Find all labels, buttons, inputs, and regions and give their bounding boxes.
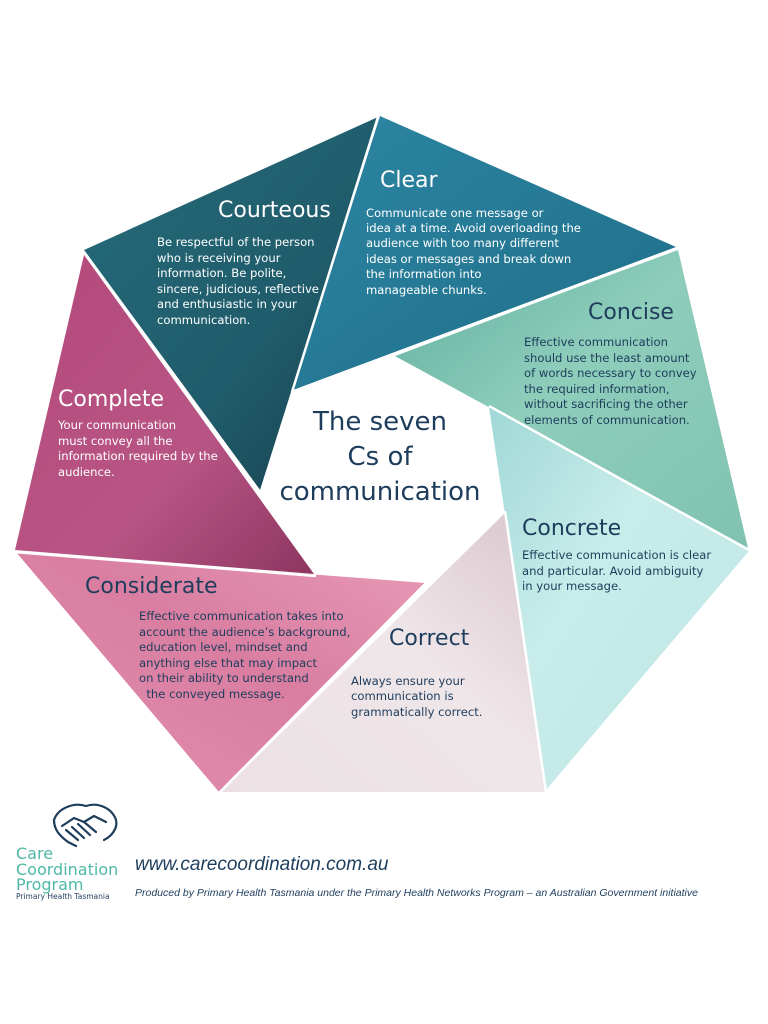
concise-body-line: without sacrificing the other	[524, 397, 688, 411]
concise-body-line: the required information,	[524, 382, 670, 396]
clear-body-line: audience with too many different	[366, 236, 559, 250]
correct-body-line: grammatically correct.	[351, 705, 482, 719]
logo-subtitle: Primary Health Tasmania	[16, 892, 110, 901]
care-coordination-logo: Care Coordination Program Primary Health…	[14, 800, 134, 910]
credit-line: Produced by Primary Health Tasmania unde…	[135, 887, 698, 899]
considerate-body-line: Effective communication takes into	[139, 609, 344, 623]
concise-body-line: of words necessary to convey	[524, 366, 697, 380]
clear-title: Clear	[380, 168, 438, 193]
logo-text-coordination: Coordination	[16, 860, 119, 879]
concise-body-line: elements of communication.	[524, 413, 690, 427]
complete-body-line: must convey all the	[58, 434, 173, 448]
concrete-body-line: Effective communication is clear	[522, 548, 711, 562]
center-title-line1: The seven	[312, 407, 447, 437]
clear-body-line: Communicate one message or	[366, 206, 544, 220]
clear-body: Communicate one message or idea at a tim…	[366, 206, 581, 297]
courteous-body-line: information. Be polite,	[157, 266, 286, 280]
courteous-body-line: sincere, judicious, reflective	[157, 282, 319, 296]
segment-correct	[221, 513, 545, 792]
center-title-line2: Cs of	[347, 442, 413, 472]
concrete-body-line: and particular. Avoid ambiguity	[522, 564, 704, 578]
correct-body-line: Always ensure your	[351, 674, 465, 688]
considerate-body-line: account the audience’s background,	[139, 625, 350, 639]
courteous-body-line: and enthusiastic in your	[157, 297, 297, 311]
handshake-icon	[52, 803, 118, 848]
courteous-title: Courteous	[218, 198, 331, 223]
courteous-body: Be respectful of the person who is recei…	[157, 235, 319, 327]
concrete-title: Concrete	[522, 516, 621, 541]
complete-body: Your communication must convey all the i…	[57, 418, 218, 479]
concise-title: Concise	[588, 300, 674, 325]
considerate-body-line: education level, mindset and	[139, 640, 308, 654]
complete-body-line: audience.	[58, 465, 115, 479]
considerate-body: Effective communication takes into accou…	[139, 609, 350, 701]
concise-body-line: should use the least amount	[524, 351, 690, 365]
segment-courteous	[84, 117, 378, 490]
website-link[interactable]: www.carecoordination.com.au	[135, 854, 389, 875]
correct-body: Always ensure your communication is gram…	[351, 674, 482, 719]
considerate-body-line: anything else that may impact	[139, 656, 318, 670]
complete-body-line: information required by the	[58, 449, 218, 463]
clear-body-line: ideas or messages and break down	[366, 252, 571, 266]
clear-body-line: manageable chunks.	[366, 283, 487, 297]
clear-body-line: the information into	[366, 267, 482, 281]
concrete-body-line: in your message.	[522, 579, 622, 593]
considerate-body-line: the conveyed message.	[139, 687, 285, 701]
clear-body-line: idea at a time. Avoid overloading the	[366, 221, 581, 235]
segment-clear	[293, 116, 676, 390]
complete-title: Complete	[58, 387, 164, 412]
courteous-body-line: who is receiving your	[157, 251, 281, 265]
concise-body-line: Effective communication	[524, 335, 668, 349]
considerate-body-line: on their ability to understand	[139, 671, 309, 685]
segment-considerate	[16, 552, 426, 792]
courteous-body-line: Be respectful of the person	[157, 235, 315, 249]
correct-body-line: communication is	[351, 689, 454, 703]
segment-concrete	[489, 407, 749, 790]
logo-text-care: Care	[16, 844, 54, 863]
courteous-body-line: communication.	[157, 313, 250, 327]
center-title-line3: communication	[279, 477, 480, 507]
complete-body-line: Your communication	[57, 418, 176, 432]
segment-concise	[393, 250, 748, 548]
concise-body: Effective communication should use the l…	[524, 335, 697, 427]
correct-title: Correct	[389, 626, 470, 651]
logo-text-program: Program	[16, 875, 84, 894]
concrete-body: Effective communication is clear and par…	[522, 548, 711, 593]
segment-complete	[15, 255, 314, 574]
considerate-title: Considerate	[85, 574, 218, 599]
